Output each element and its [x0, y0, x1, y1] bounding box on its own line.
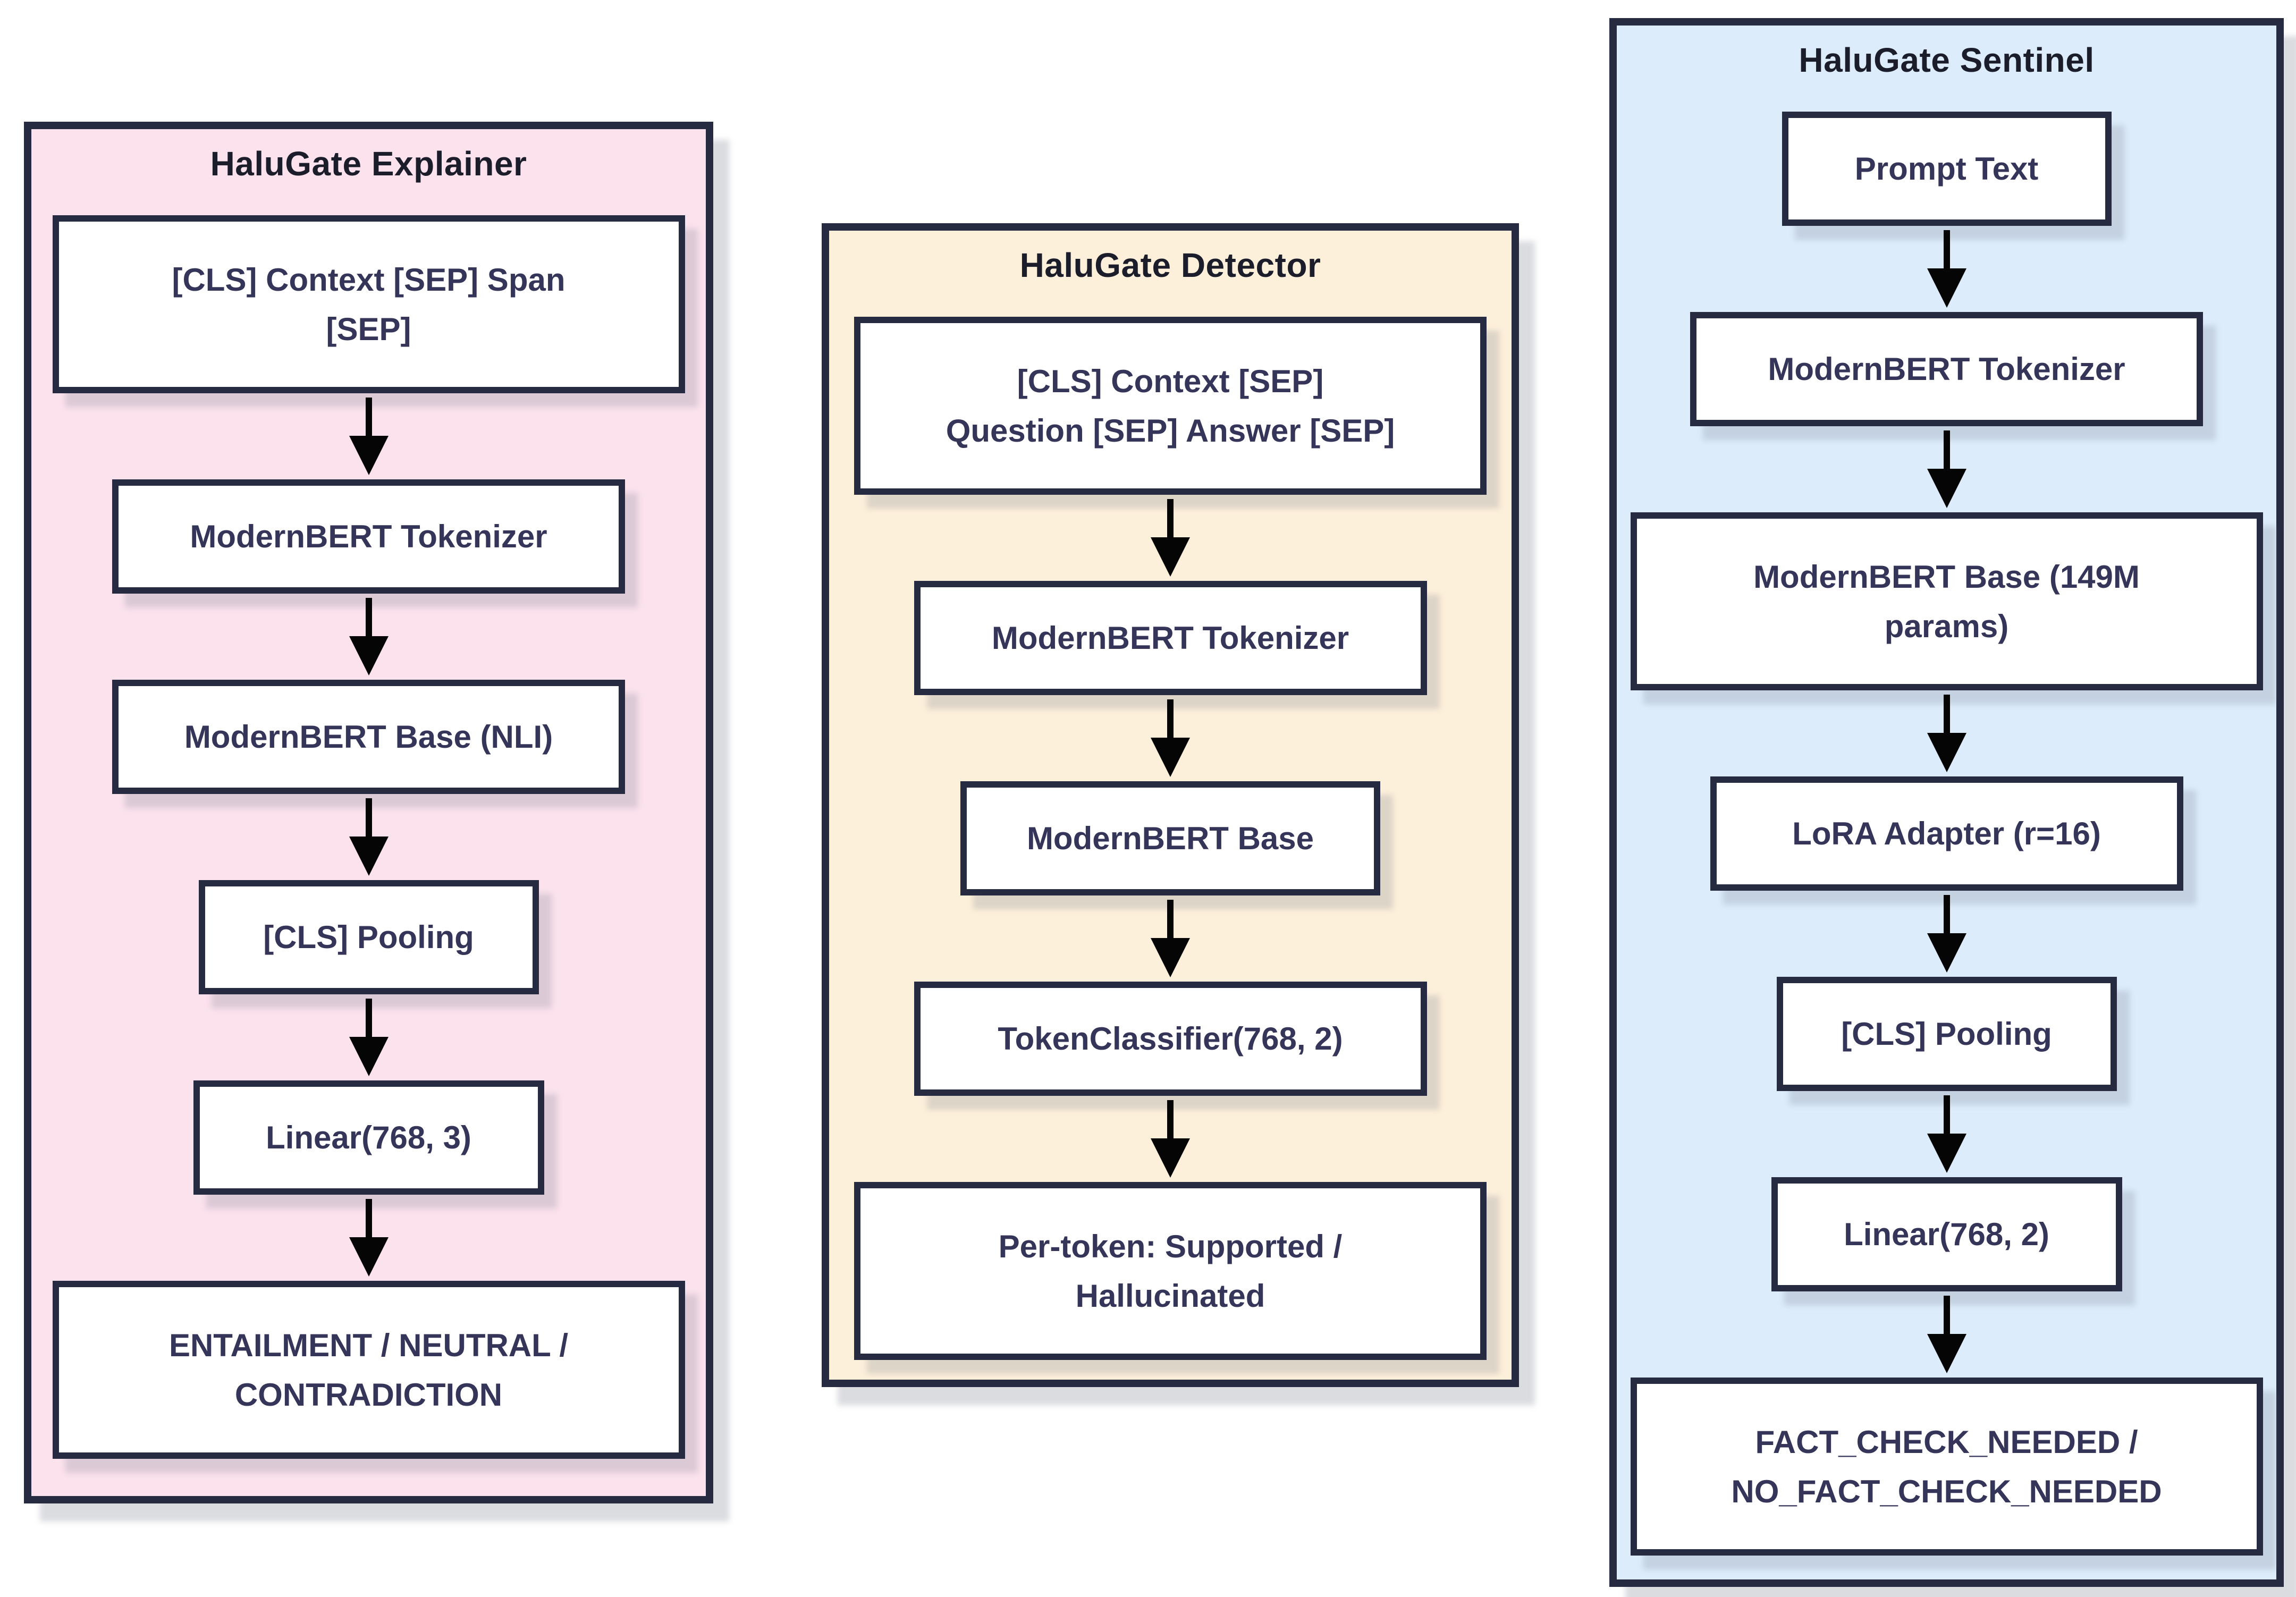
arrow-stem: [1167, 499, 1174, 537]
arrow-head: [1927, 1334, 1966, 1373]
node-sentinel-modernbert-tokenizer: ModernBERT Tokenizer: [1690, 312, 2203, 426]
arrow-head: [1151, 537, 1190, 577]
node-detector-modernbert-tokenizer: ModernBERT Tokenizer: [914, 581, 1427, 695]
node-sentinel-prompt-text: Prompt Text: [1782, 112, 2112, 226]
arrow-head: [1927, 933, 1966, 973]
flow-arrow-icon: [1927, 430, 1966, 508]
arrow-head: [1151, 738, 1190, 777]
node-sentinel-modernbert-base-149m: ModernBERT Base (149M params): [1630, 512, 2263, 690]
arrow-head: [1927, 1134, 1966, 1173]
node-detector-output-per-token-supported-hallucinated: Per-token: Supported / Hallucinated: [854, 1182, 1487, 1360]
node-detector-input-cls-context-question-answer: [CLS] Context [SEP] Question [SEP] Answe…: [854, 317, 1487, 495]
node-sentinel-linear-768-2: Linear(768, 2): [1771, 1177, 2122, 1291]
flow-arrow-icon: [1927, 230, 1966, 308]
arrow-stem: [1167, 900, 1174, 938]
arrow-head: [349, 1237, 389, 1277]
detector-flow: [CLS] Context [SEP] Question [SEP] Answe…: [829, 317, 1512, 1360]
arrow-head: [1151, 938, 1190, 977]
arrow-stem: [1943, 430, 1950, 469]
flow-arrow-icon: [349, 598, 389, 675]
arrow-head: [349, 836, 389, 876]
sentinel-flow: Prompt Text ModernBERT Tokenizer ModernB…: [1617, 112, 2276, 1556]
flow-arrow-icon: [1151, 900, 1190, 977]
arrow-stem: [1167, 1100, 1174, 1138]
panel-title-explainer: HaluGate Explainer: [210, 145, 527, 183]
node-explainer-input-cls-context-sep-span-sep: [CLS] Context [SEP] Span [SEP]: [52, 215, 685, 393]
arrow-stem: [1943, 1296, 1950, 1334]
arrow-head: [349, 436, 389, 475]
arrow-stem: [365, 798, 372, 836]
arrow-stem: [365, 999, 372, 1037]
flow-arrow-icon: [1151, 1100, 1190, 1178]
arrow-head: [1927, 469, 1966, 508]
panel-halugate-sentinel: HaluGate Sentinel Prompt Text ModernBERT…: [1609, 18, 2284, 1587]
node-explainer-cls-pooling: [CLS] Pooling: [198, 880, 539, 994]
flow-arrow-icon: [349, 1199, 389, 1277]
node-detector-token-classifier-768-2: TokenClassifier(768, 2): [914, 982, 1427, 1096]
panel-halugate-explainer: HaluGate Explainer [CLS] Context [SEP] S…: [24, 122, 713, 1503]
arrow-stem: [365, 598, 372, 636]
flow-arrow-icon: [1927, 1296, 1966, 1373]
node-detector-modernbert-base: ModernBERT Base: [960, 781, 1380, 895]
node-explainer-output-entailment-neutral-contradiction: ENTAILMENT / NEUTRAL / CONTRADICTION: [52, 1281, 685, 1459]
node-explainer-modernbert-tokenizer: ModernBERT Tokenizer: [112, 479, 625, 594]
flow-arrow-icon: [349, 999, 389, 1076]
node-explainer-modernbert-base-nli: ModernBERT Base (NLI): [112, 680, 625, 794]
node-explainer-linear-768-3: Linear(768, 3): [193, 1080, 544, 1195]
arrow-stem: [1167, 699, 1174, 738]
arrow-head: [349, 1037, 389, 1076]
node-sentinel-cls-pooling: [CLS] Pooling: [1776, 977, 2117, 1091]
arrow-head: [349, 636, 389, 675]
arrow-stem: [1943, 1095, 1950, 1134]
arrow-stem: [1943, 230, 1950, 268]
panel-title-sentinel: HaluGate Sentinel: [1799, 41, 2095, 79]
arrow-head: [1927, 268, 1966, 308]
flow-arrow-icon: [349, 398, 389, 475]
node-sentinel-lora-adapter-r16: LoRA Adapter (r=16): [1710, 776, 2183, 891]
flow-arrow-icon: [1927, 1095, 1966, 1173]
arrow-stem: [365, 1199, 372, 1237]
panel-halugate-detector: HaluGate Detector [CLS] Context [SEP] Qu…: [822, 223, 1519, 1387]
flow-arrow-icon: [1151, 499, 1190, 577]
node-sentinel-output-fact-check-labels: FACT_CHECK_NEEDED / NO_FACT_CHECK_NEEDED: [1630, 1378, 2263, 1556]
explainer-flow: [CLS] Context [SEP] Span [SEP] ModernBER…: [31, 215, 706, 1459]
arrow-head: [1927, 733, 1966, 772]
flow-arrow-icon: [1927, 895, 1966, 973]
panel-title-detector: HaluGate Detector: [1019, 246, 1321, 284]
arrow-stem: [1943, 895, 1950, 933]
arrow-stem: [365, 398, 372, 436]
arrow-stem: [1943, 695, 1950, 733]
flow-arrow-icon: [349, 798, 389, 876]
flow-arrow-icon: [1927, 695, 1966, 772]
flow-arrow-icon: [1151, 699, 1190, 777]
arrow-head: [1151, 1138, 1190, 1178]
